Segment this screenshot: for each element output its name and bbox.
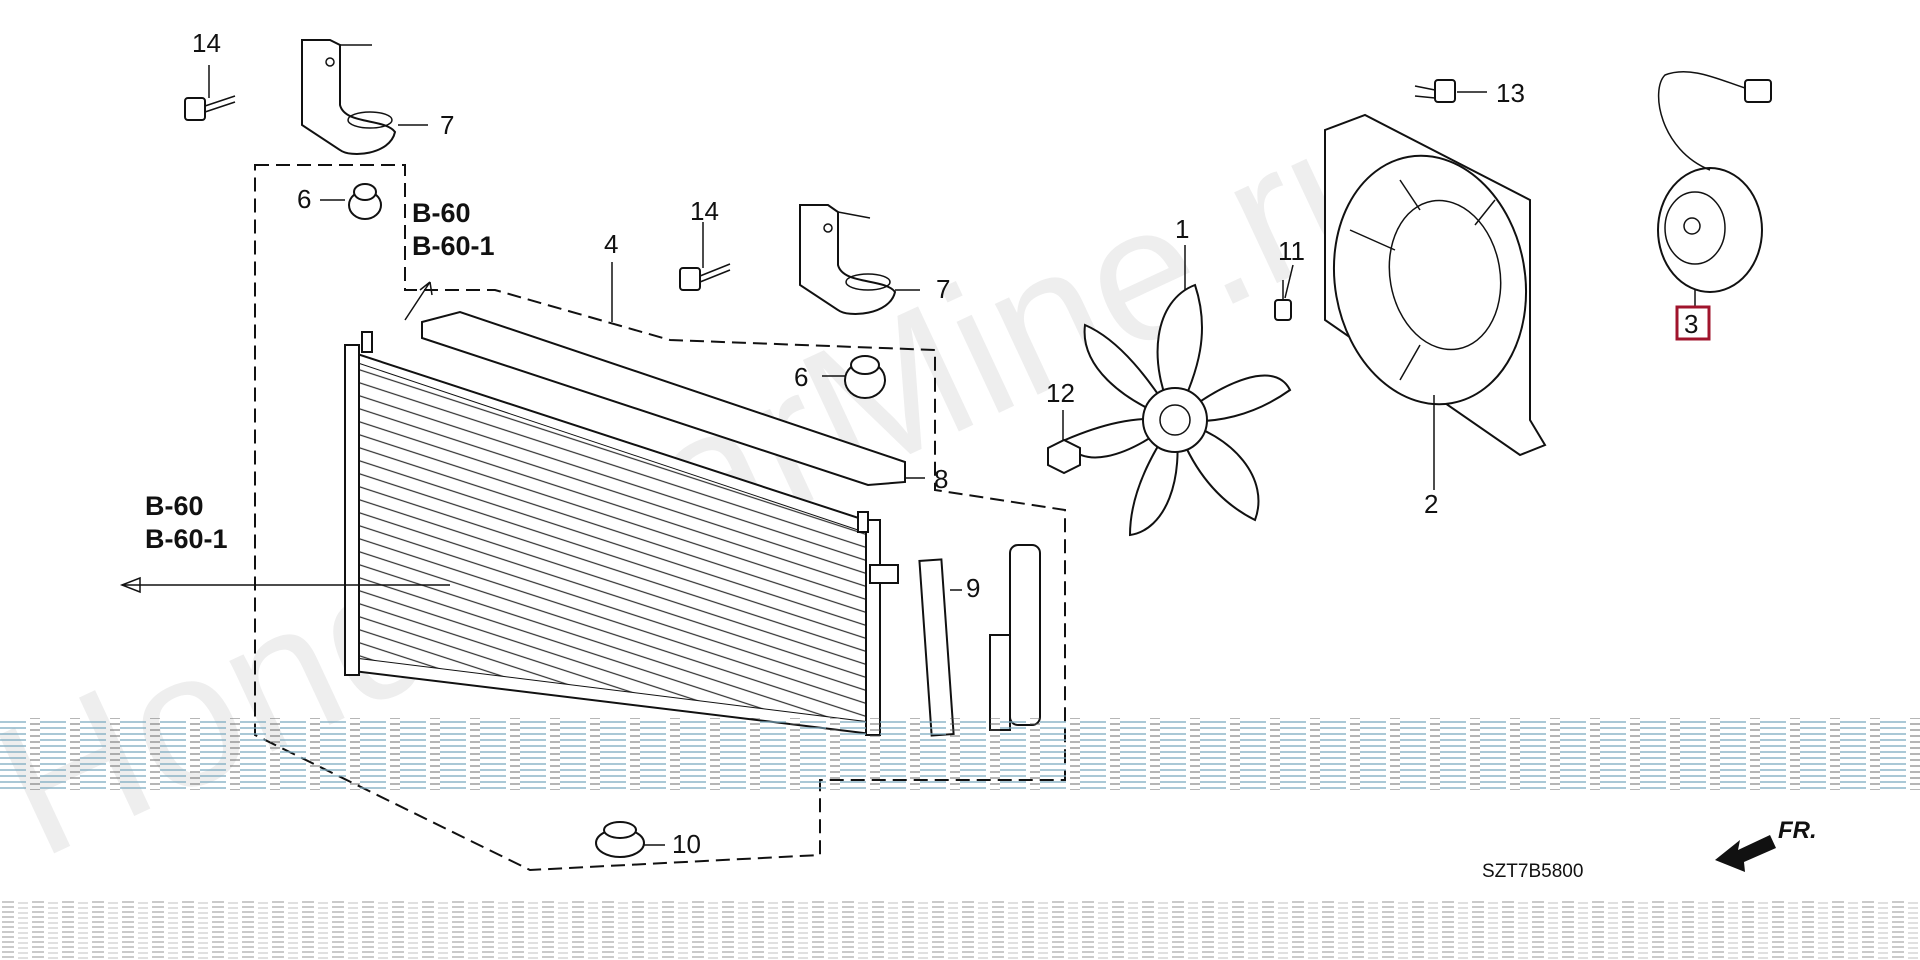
cushion-part-10	[595, 821, 645, 858]
callout-13: 13	[1496, 78, 1525, 108]
cushion-part-6-upper	[348, 183, 382, 220]
reference-left-line2[interactable]: B-60-1	[145, 524, 228, 554]
front-direction-arrow-icon	[1715, 835, 1776, 872]
bracket-part-7-lower	[799, 204, 897, 315]
diagram-code: SZT7B5800	[1482, 861, 1583, 882]
bolt-part-14-upper	[184, 95, 236, 121]
callout-8: 8	[934, 464, 948, 494]
callout-6-lower: 6	[794, 362, 808, 392]
fan-shroud-part-2	[1324, 113, 1547, 457]
callout-12: 12	[1046, 378, 1075, 408]
leader-lines	[119, 65, 1696, 846]
reference-top-line1[interactable]: B-60	[412, 198, 471, 228]
scan-noise-band	[0, 718, 1920, 790]
assembly-boundary	[254, 164, 1066, 872]
callout-9: 9	[966, 573, 980, 603]
reference-left-line1[interactable]: B-60	[145, 491, 204, 521]
callout-3: 3	[1684, 309, 1698, 339]
callout-2: 2	[1424, 489, 1438, 519]
callout-10: 10	[672, 829, 701, 859]
callout-14-upper: 14	[192, 28, 221, 58]
top-seal-part-8	[421, 310, 906, 487]
front-marker-label: FR.	[1778, 817, 1817, 844]
bolt-part-14-lower	[679, 263, 731, 291]
fan-motor-part-3	[1657, 70, 1772, 293]
bracket-part-7-upper	[301, 39, 397, 155]
callout-7-lower: 7	[936, 274, 950, 304]
reference-top-line2[interactable]: B-60-1	[412, 231, 495, 261]
callout-6-upper: 6	[297, 184, 311, 214]
condenser-assembly	[344, 331, 899, 737]
bolt-part-11	[1274, 280, 1292, 321]
fan-part-1	[1063, 283, 1292, 537]
scan-noise-band-bottom	[0, 900, 1920, 960]
callout-14-lower: 14	[690, 196, 719, 226]
callout-1: 1	[1175, 214, 1189, 244]
nut-part-12	[1047, 438, 1081, 475]
callout-3-highlight-box	[1675, 305, 1711, 341]
callout-11: 11	[1278, 236, 1305, 266]
bolt-part-13	[1414, 79, 1456, 103]
cushion-part-6-lower	[844, 355, 886, 399]
side-seal-part-9	[918, 544, 1041, 737]
callout-4: 4	[604, 229, 618, 259]
callout-7-upper: 7	[440, 110, 454, 140]
